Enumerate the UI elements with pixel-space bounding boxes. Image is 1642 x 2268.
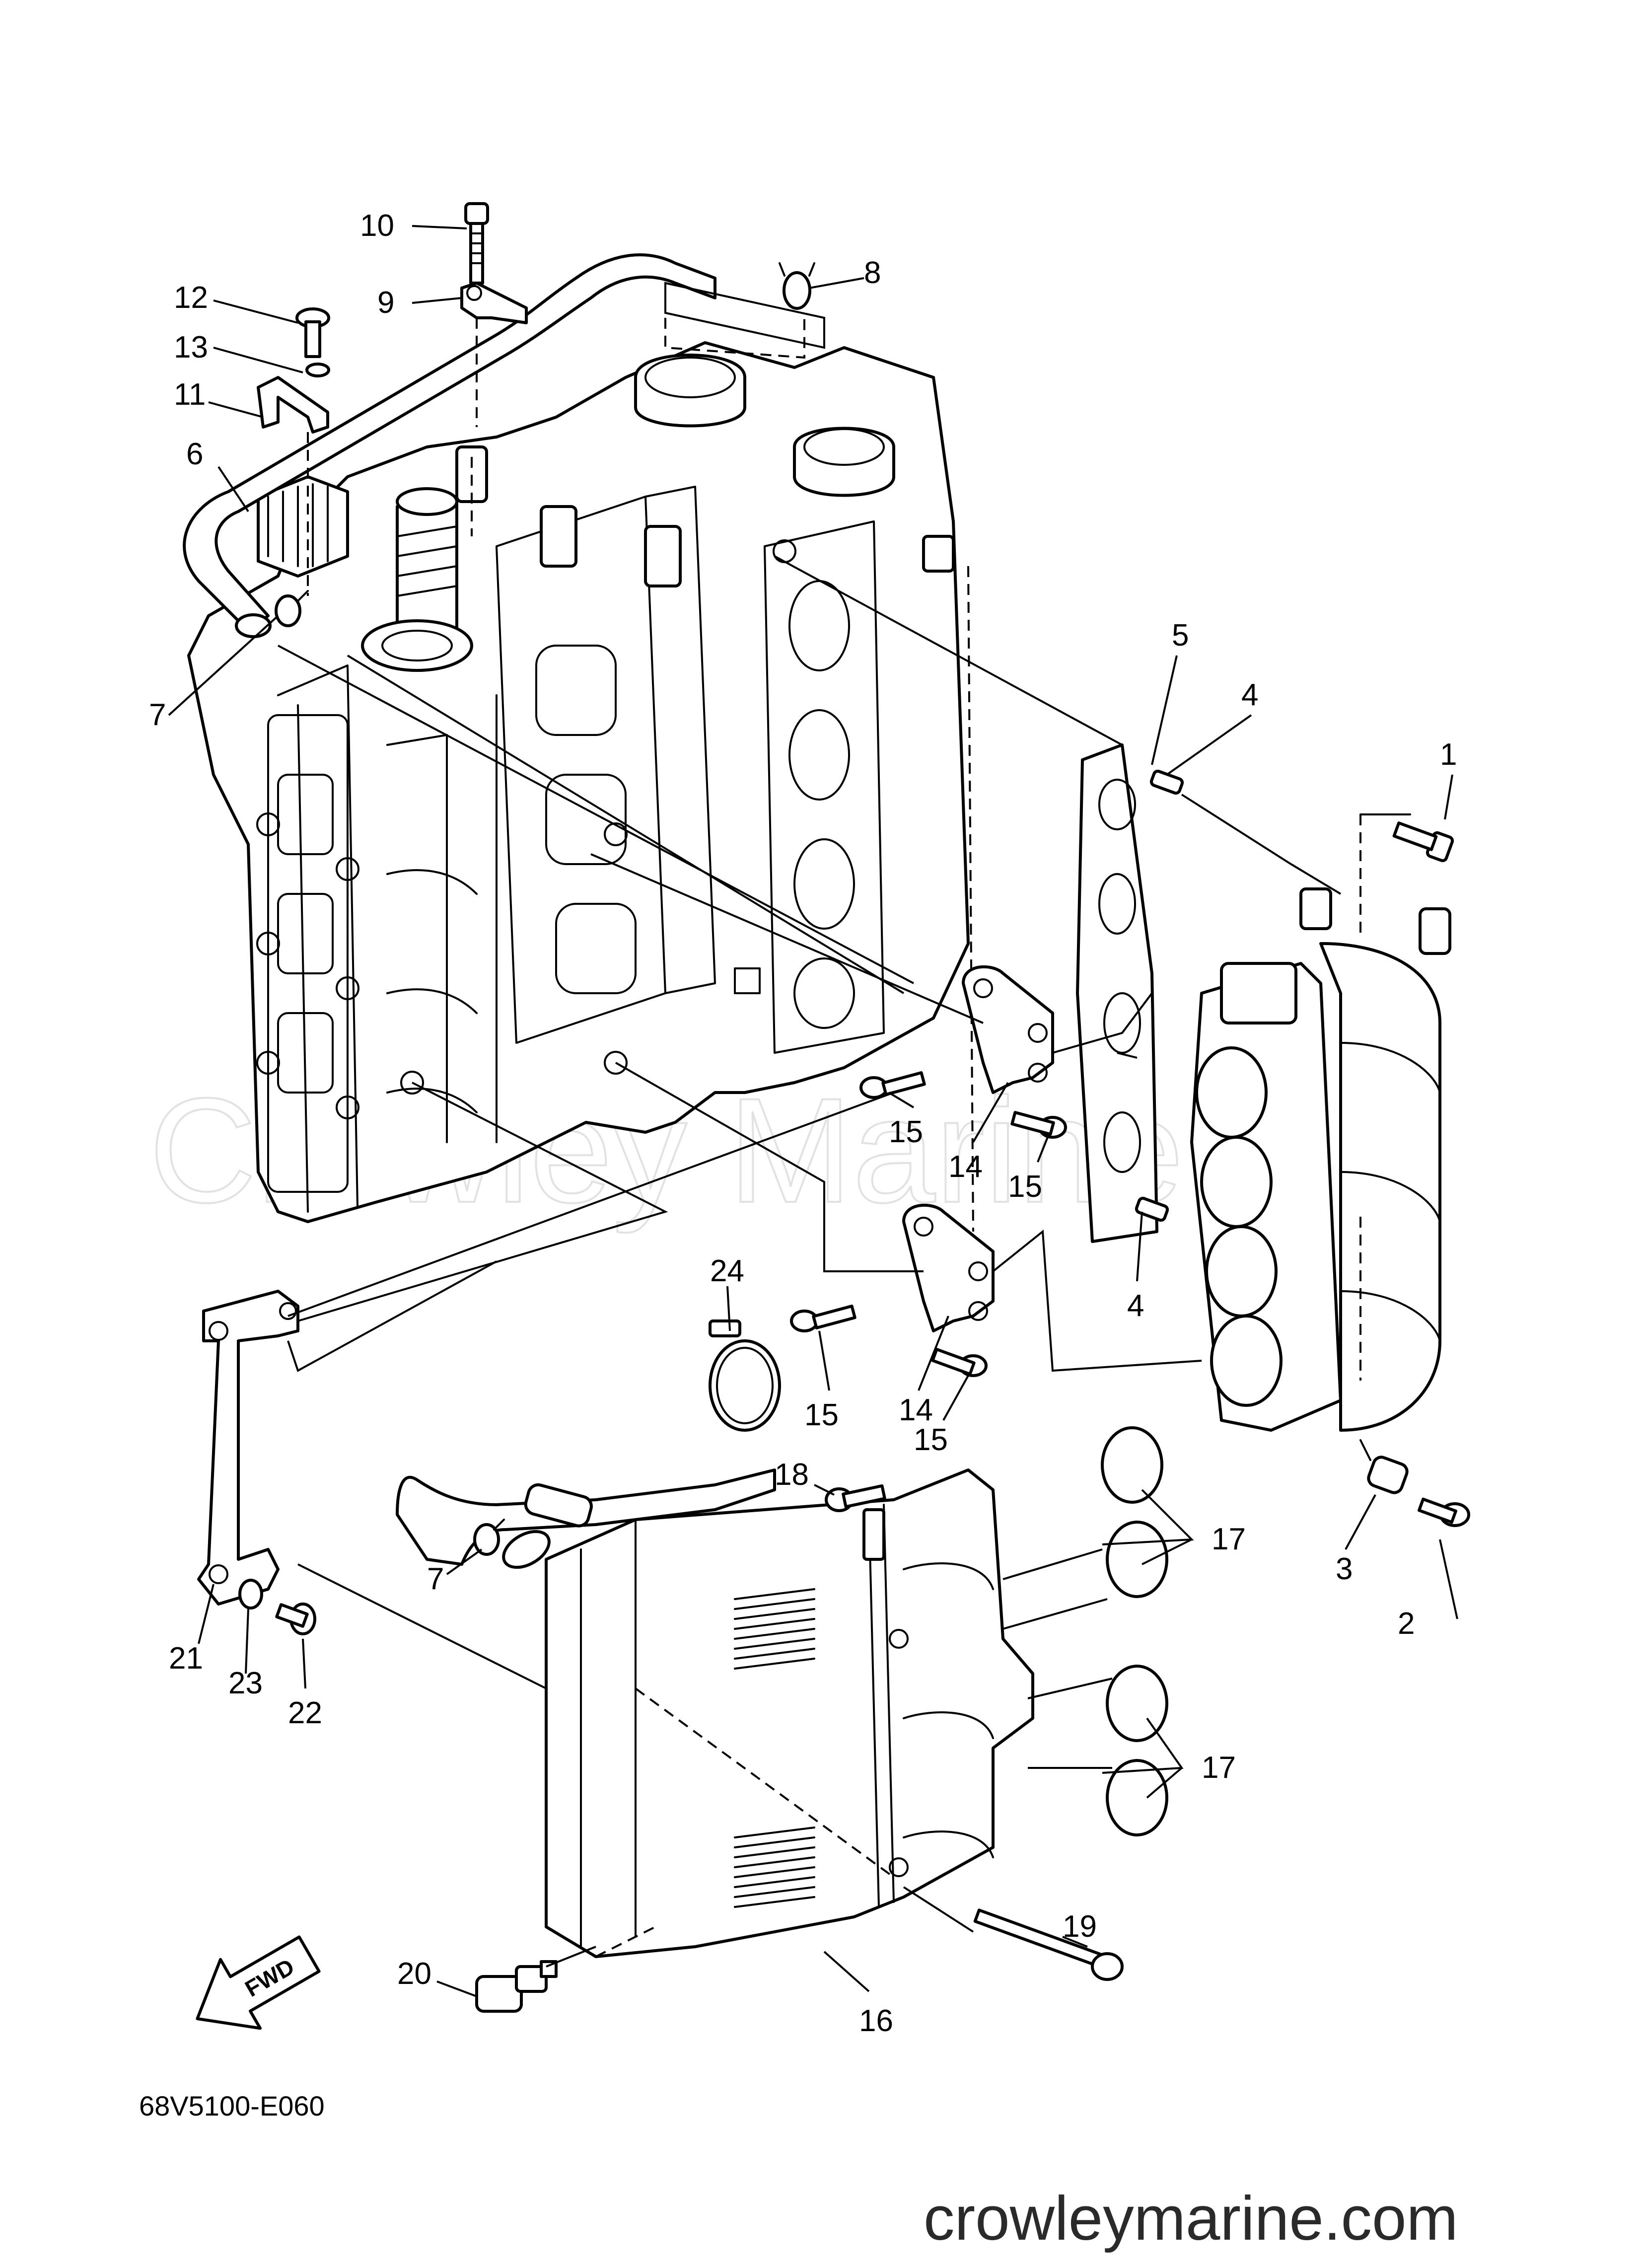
- callout-14-lower: 14: [899, 1393, 933, 1427]
- bolt-15-d: [931, 1348, 988, 1377]
- callout-6: 6: [186, 437, 203, 471]
- callout-17-upper: 17: [1212, 1522, 1246, 1556]
- callout-1: 1: [1440, 737, 1457, 772]
- bolt-19: [973, 1908, 1124, 1981]
- sensor-20: [475, 1960, 558, 2013]
- callout-17-lower: 17: [1202, 1751, 1236, 1785]
- callout-4-lower: 4: [1127, 1289, 1144, 1323]
- clamp-9: [460, 282, 528, 324]
- silencer-16: [545, 1468, 1034, 1958]
- clip-7-top: [275, 590, 309, 627]
- callout-15-d: 15: [914, 1423, 948, 1457]
- engine-block: [187, 341, 970, 1223]
- callout-3: 3: [1336, 1552, 1353, 1586]
- hose-lower: [396, 1468, 776, 1569]
- callout-7-top: 7: [149, 698, 166, 732]
- callout-15-a: 15: [889, 1115, 923, 1149]
- washer-13: [305, 363, 330, 377]
- callout-4-upper: 4: [1241, 678, 1258, 712]
- reference-lines: [278, 282, 1342, 1968]
- bolt-12: [295, 307, 330, 358]
- holder-11: [257, 376, 329, 434]
- callout-18: 18: [775, 1458, 809, 1492]
- collar-3: [1367, 1456, 1409, 1494]
- callout-12: 12: [174, 281, 208, 315]
- gasket-5: [1076, 743, 1158, 1243]
- washer-23: [238, 1579, 263, 1610]
- callout-5: 5: [1172, 618, 1189, 653]
- bracket-14-lower: [902, 1203, 995, 1332]
- callout-14-upper: 14: [948, 1150, 983, 1184]
- callout-labels: 1 2 3 4 4 5 6 7 7 8 9 10 11 12 13 14 14 …: [149, 209, 1457, 2038]
- clip-8: [779, 262, 815, 310]
- diagram-code: 68V5100-E060: [139, 2090, 325, 2122]
- fwd-arrow-icon: FWD: [196, 1935, 321, 2030]
- bolt-15-a: [859, 1071, 926, 1099]
- callout-8: 8: [864, 256, 881, 290]
- dowel-4-upper: [1149, 769, 1184, 795]
- callout-leaders: [168, 225, 1458, 1997]
- callout-9: 9: [377, 286, 394, 320]
- callout-23: 23: [228, 1666, 263, 1700]
- callout-22: 22: [288, 1696, 322, 1730]
- callout-21: 21: [169, 1641, 203, 1676]
- callout-10: 10: [360, 209, 394, 243]
- bracket-21: [197, 1290, 299, 1606]
- bracket-14-upper: [962, 965, 1054, 1094]
- clamp-24: [709, 1319, 781, 1432]
- callout-20: 20: [397, 1957, 431, 1991]
- callout-15-c: 15: [804, 1398, 839, 1432]
- callout-2: 2: [1398, 1607, 1415, 1641]
- bolt-15-c: [790, 1305, 857, 1332]
- dowel-4-lower: [1135, 1196, 1169, 1222]
- bolt-1: [1392, 821, 1454, 863]
- callout-11: 11: [174, 377, 206, 412]
- bolt-15-b: [1010, 1111, 1067, 1139]
- bolt-2: [1418, 1497, 1470, 1527]
- seals-17: [1101, 1426, 1168, 1836]
- callout-15-b: 15: [1008, 1170, 1042, 1204]
- callout-13: 13: [174, 330, 208, 365]
- callout-19: 19: [1063, 1909, 1097, 1944]
- callout-16: 16: [859, 2004, 893, 2038]
- clip-7-bottom: [473, 1519, 505, 1556]
- website-link[interactable]: crowleymarine.com: [924, 2184, 1458, 2253]
- callout-24: 24: [710, 1254, 744, 1288]
- bolt-10: [464, 202, 489, 285]
- bolt-22: [275, 1603, 316, 1635]
- callout-7-bottom: 7: [427, 1562, 444, 1596]
- throttle-body: [1190, 887, 1451, 1432]
